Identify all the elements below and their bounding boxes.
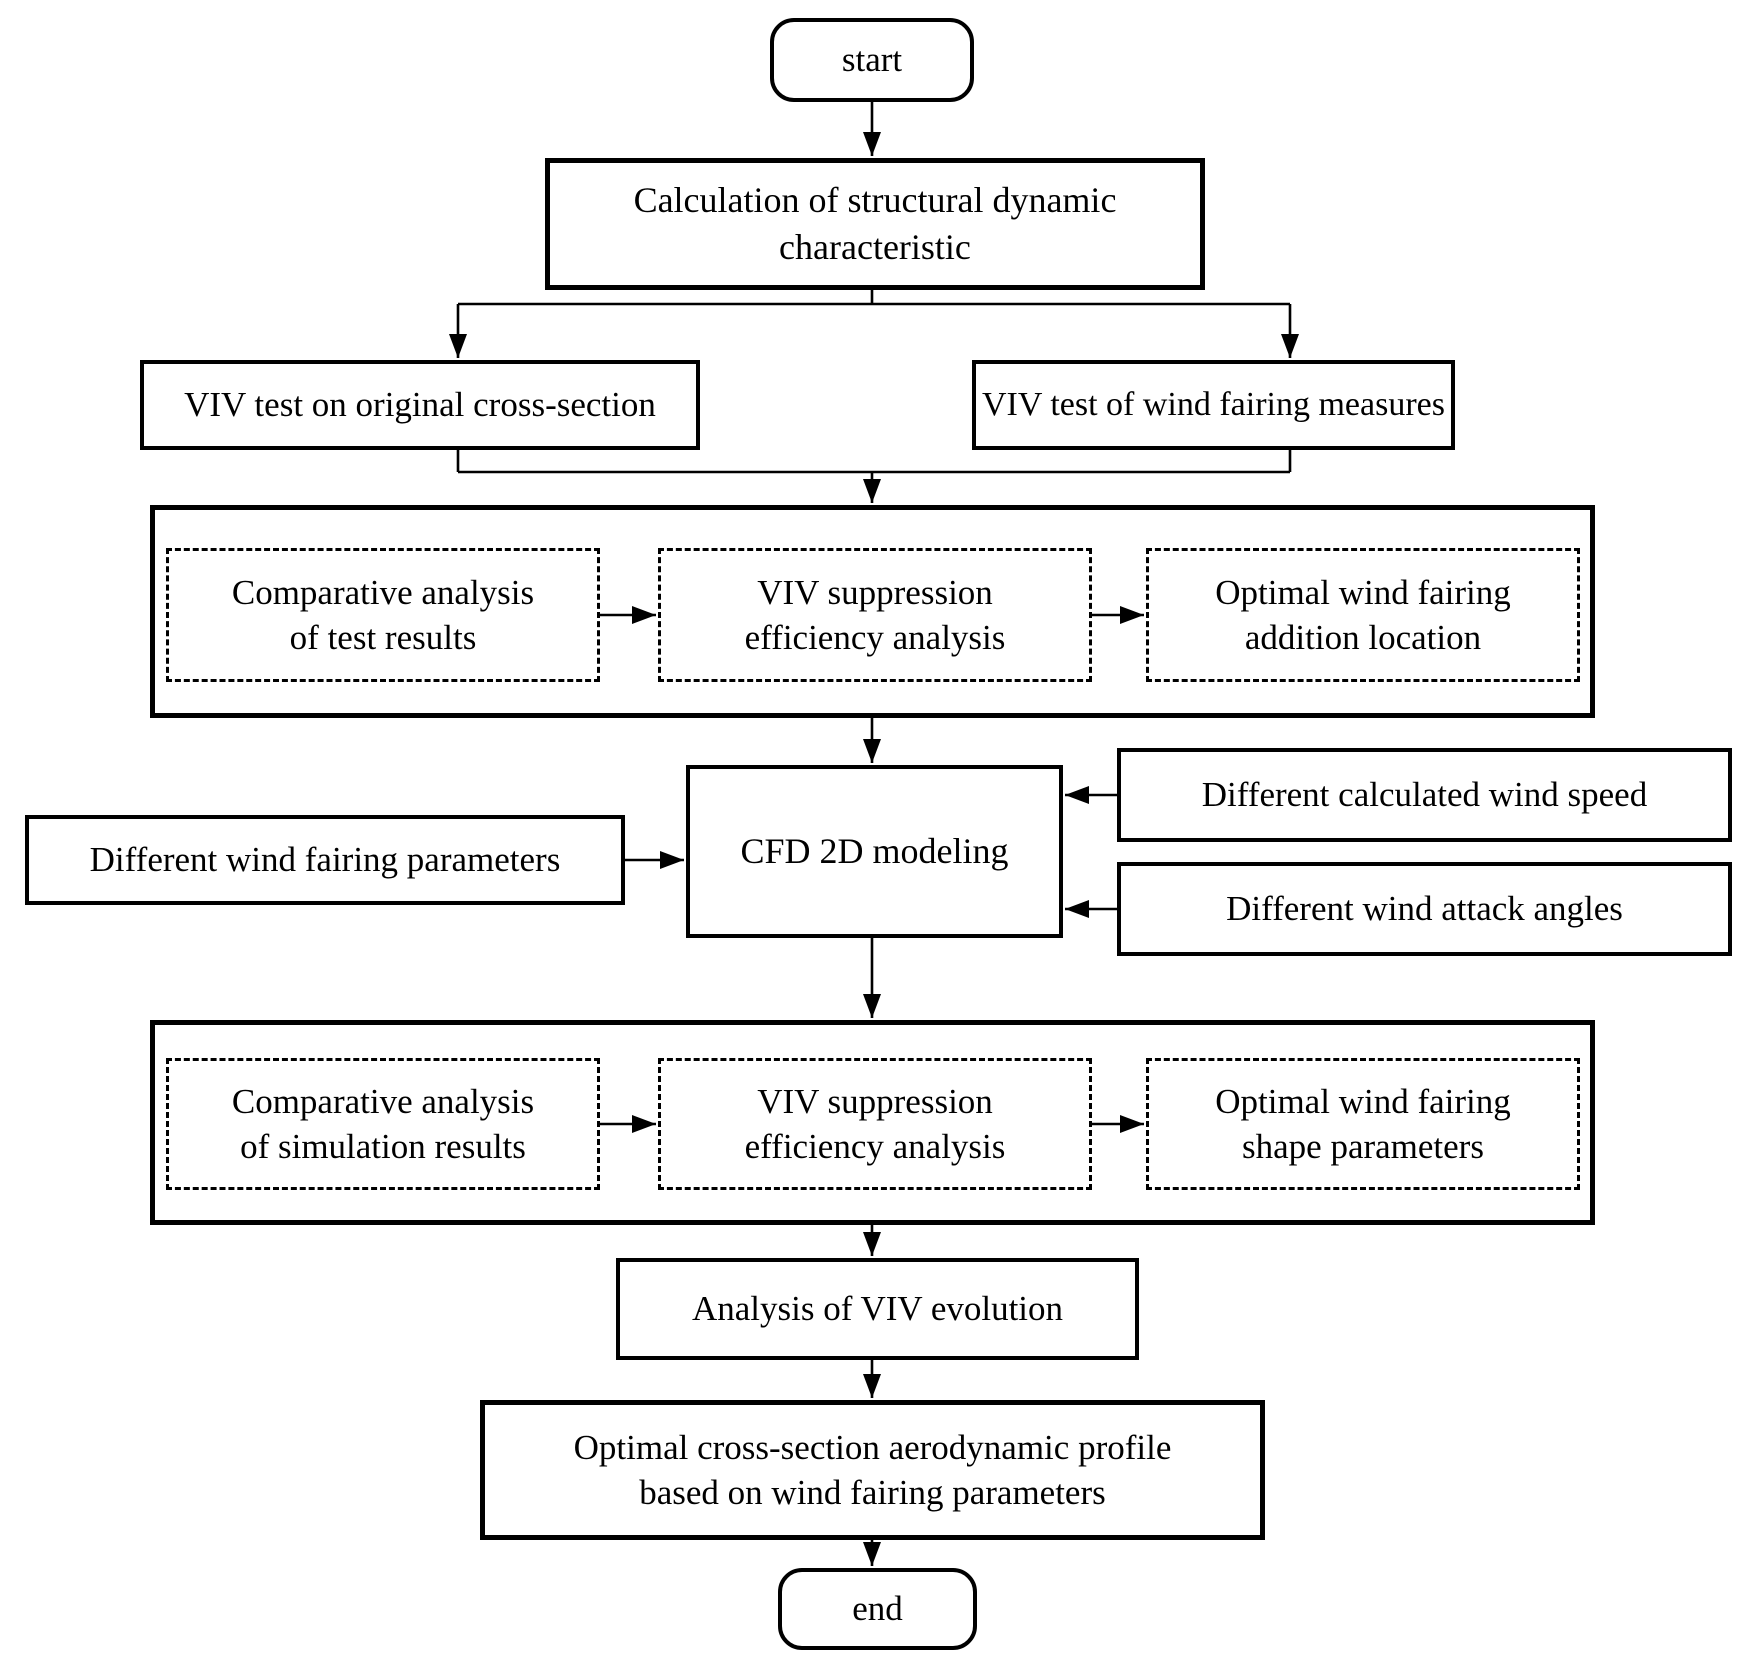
node-wind-fairing-parameters: Different wind fairing parameters	[25, 815, 625, 905]
node-wind-attack-angles: Different wind attack angles	[1117, 862, 1732, 956]
node-optimal-cross-section-profile: Optimal cross-section aerodynamic profil…	[480, 1400, 1265, 1540]
node-viv-suppression-efficiency-2: VIV suppression efficiency analysis	[658, 1058, 1092, 1190]
node-comparative-analysis-test-results: Comparative analysis of test results	[166, 548, 600, 682]
container-test-analysis	[150, 505, 1595, 718]
node-viv-test-original-cross-section: VIV test on original cross-section	[140, 360, 700, 450]
node-cfd-2d-modeling: CFD 2D modeling	[686, 765, 1063, 938]
node-structural-dynamic-calculation: Calculation of structural dynamic charac…	[545, 158, 1205, 290]
node-end: end	[778, 1568, 977, 1650]
node-optimal-fairing-addition-location: Optimal wind fairing addition location	[1146, 548, 1580, 682]
node-start: start	[770, 18, 974, 102]
node-analysis-viv-evolution: Analysis of VIV evolution	[616, 1258, 1139, 1360]
container-simulation-analysis	[150, 1020, 1595, 1225]
node-viv-suppression-efficiency-1: VIV suppression efficiency analysis	[658, 548, 1092, 682]
node-comparative-analysis-simulation-results: Comparative analysis of simulation resul…	[166, 1058, 600, 1190]
node-viv-test-wind-fairing: VIV test of wind fairing measures	[972, 360, 1455, 450]
node-calculated-wind-speed: Different calculated wind speed	[1117, 748, 1732, 842]
node-optimal-fairing-shape-parameters: Optimal wind fairing shape parameters	[1146, 1058, 1580, 1190]
